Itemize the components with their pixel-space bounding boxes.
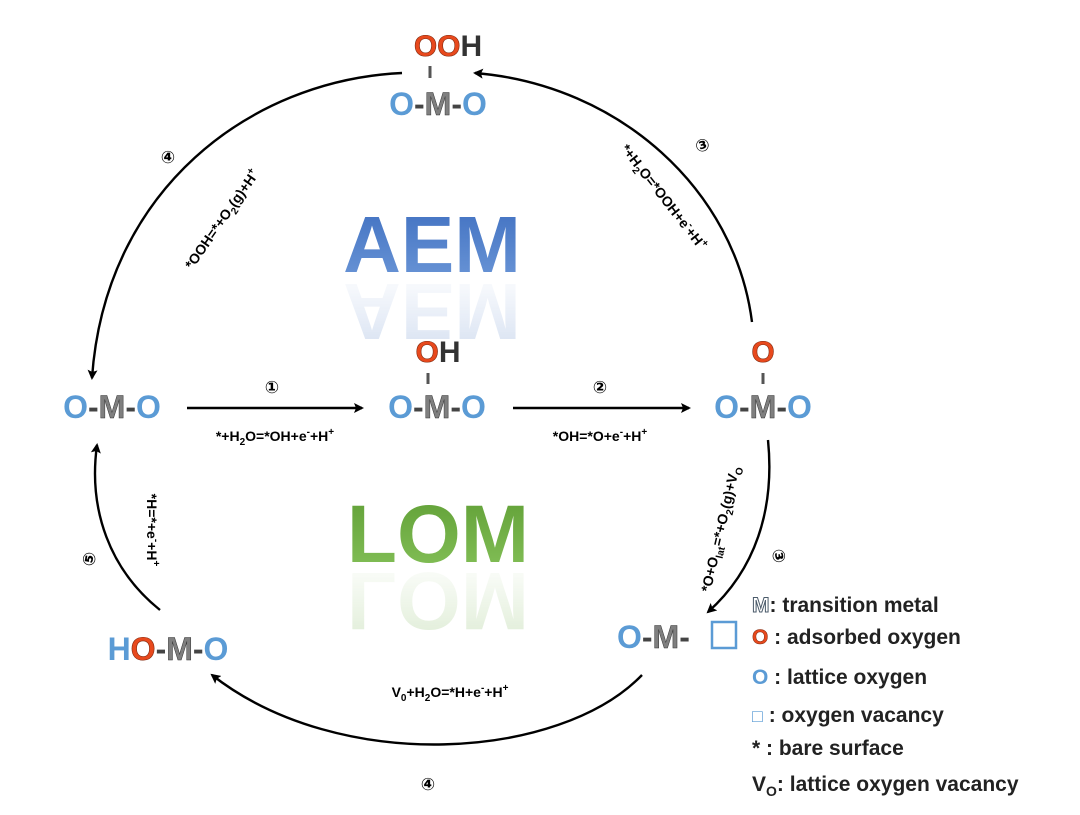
arrow-step3-lom: [706, 439, 771, 614]
svg-text:LOM: LOM: [347, 555, 529, 646]
vacancy-square-icon: [710, 620, 738, 650]
arrow-step4-lom: [210, 673, 643, 746]
step-4-lom-label: ④: [421, 775, 435, 794]
legend: M: transition metal O : adsorbed oxygen …: [752, 594, 1019, 800]
species-oh-omo: OH O-M-O: [388, 336, 486, 426]
lom-reflection: LOM: [347, 555, 529, 646]
step-3-lom-label: ③: [768, 547, 789, 564]
species-omo-left: O-M-O: [63, 389, 161, 426]
species-om-vacancy: O-M-: [617, 619, 738, 655]
svg-text:AEM: AEM: [343, 267, 521, 356]
step-5-label: ⑤: [79, 550, 100, 567]
aem-reflection: AEM: [343, 267, 521, 356]
equation-step2: *OH=*O+e-+H+: [553, 427, 648, 444]
svg-text:OOH: OOH: [414, 30, 482, 63]
equation-step1: *+H2O=*OH+e-+H+: [216, 427, 334, 448]
svg-text:HO-M-O: HO-M-O: [108, 631, 229, 667]
legend-item-lattice-vacancy: VO: lattice oxygen vacancy: [752, 773, 1019, 799]
step-2-label: ②: [593, 378, 607, 397]
legend-item-bare-surface: * : bare surface: [752, 737, 904, 760]
svg-text:O-M-O: O-M-O: [388, 389, 486, 425]
step-4-aem-label: ④: [161, 148, 175, 167]
arrow-step3: [473, 68, 754, 323]
legend-item-adsorbed-oxygen: O : adsorbed oxygen: [752, 626, 961, 649]
equation-step3-lom: *O+Olat=*+O2(g)+VO: [698, 464, 746, 594]
svg-text:O-M-O: O-M-O: [714, 389, 812, 425]
species-ooh-omo: OOH O-M-O: [389, 30, 487, 123]
svg-text:O: O: [751, 336, 774, 369]
svg-text:O-M-O: O-M-O: [389, 86, 487, 122]
equation-step4-aem: *OOH=*+O2(g)+H+: [181, 166, 266, 275]
equation-step4-lom: V0+H2O=*H+e-+H+: [392, 683, 509, 704]
legend-item-lattice-oxygen: O : lattice oxygen: [752, 666, 927, 689]
equation-step5: *H=*+e-+H+: [144, 494, 161, 567]
aem-label: AEM: [343, 200, 521, 289]
lom-label: LOM: [347, 489, 529, 580]
arrow-step5: [90, 443, 161, 611]
step-3-label: ③: [693, 135, 712, 157]
svg-text:O-M-: O-M-: [617, 619, 690, 655]
step-1-label: ①: [265, 378, 279, 397]
species-o-omo: O O-M-O: [714, 336, 812, 426]
equation-step3: *+H2O=*OOH+e-+H+: [615, 140, 711, 255]
legend-item-vacancy: □ : oxygen vacancy: [752, 704, 944, 727]
arrow-step4-aem: [87, 71, 403, 380]
svg-text:OH: OH: [415, 336, 460, 369]
species-ho-mo: HO-M-O: [108, 631, 229, 668]
svg-text:O-M-O: O-M-O: [63, 389, 161, 425]
legend-item-metal: M: transition metal: [752, 594, 939, 617]
